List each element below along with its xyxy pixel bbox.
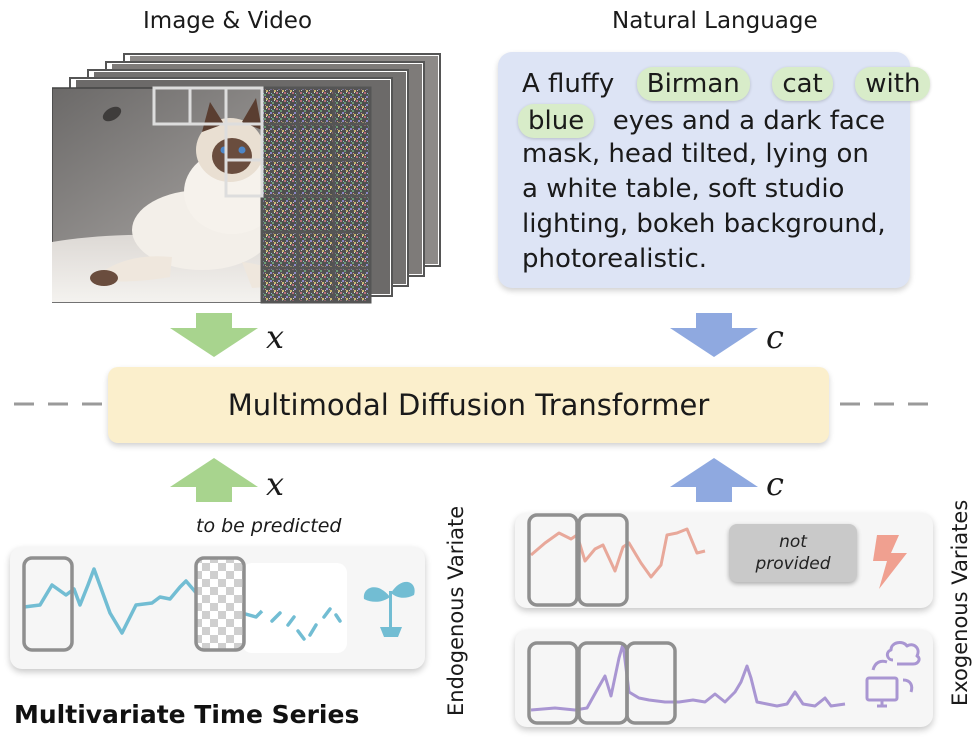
c-symbol-top: c (766, 318, 784, 356)
image-video-heading: Image & Video (143, 8, 313, 34)
future-region (242, 563, 347, 653)
patch-grid (152, 86, 372, 304)
exo-window-1a (527, 513, 579, 607)
prompt-line-6: photorealistic. (522, 244, 708, 274)
natural-language-heading: Natural Language (612, 8, 818, 34)
not-provided-line-1: not (779, 532, 807, 552)
image-frame-stack (52, 53, 441, 304)
prompt-text: eyes and a dark face (612, 106, 886, 136)
prompt-line-1: A fluffy Birman cat with (522, 67, 931, 101)
masked-window (194, 556, 246, 652)
exogenous-line-2 (530, 642, 846, 712)
not-provided-line-2: provided (755, 554, 831, 574)
exogenous-variates-label: Exogenous Variates (948, 499, 972, 706)
prompt-line-4: a white table, soft studio (522, 174, 845, 204)
seedling-icon (363, 581, 415, 637)
endogenous-variate-label: Endogenous Variate (444, 505, 468, 716)
exogenous-series-plot-1 (527, 513, 907, 607)
exo-window-2a (527, 641, 579, 725)
lightning-icon (873, 535, 907, 589)
cloud-computer-icon (865, 641, 921, 708)
exogenous-series-card-1 (515, 513, 933, 608)
transformer-block: Multimodal Diffusion Transformer (108, 367, 829, 443)
text-prompt-box: A fluffy Birman cat with blue eyes and a… (498, 52, 931, 288)
arrows-layer (14, 313, 928, 502)
highlighted-word: with (855, 67, 931, 101)
prompt-line-2: blue eyes and a dark face (518, 104, 886, 138)
exogenous-series-plot-2 (527, 641, 921, 725)
transformer-label: Multimodal Diffusion Transformer (227, 388, 710, 422)
prompt-line-3: mask, head tilted, lying on (522, 139, 869, 169)
up-arrow-green (170, 458, 258, 502)
x-symbol-bottom: x (266, 465, 285, 503)
highlighted-word: blue (518, 104, 595, 138)
x-symbol-top: x (266, 318, 285, 356)
endogenous-series-card (10, 547, 425, 669)
exo-window-2c (625, 641, 677, 725)
to-be-predicted-label: to be predicted (196, 515, 342, 537)
prompt-word: A fluffy (522, 69, 615, 99)
prompt-line-5: lighting, bokeh background, (522, 209, 886, 239)
up-arrow-blue (670, 458, 758, 502)
context-window (22, 556, 74, 652)
down-arrow-blue (670, 313, 758, 357)
down-arrow-green (170, 313, 258, 357)
c-symbol-bottom: c (766, 465, 784, 503)
multivariate-time-series-title: Multivariate Time Series (14, 700, 360, 729)
endogenous-future-dashes (270, 607, 342, 641)
exogenous-line-1 (530, 527, 706, 579)
highlighted-word: cat (772, 67, 833, 101)
not-provided-badge: not provided (729, 524, 857, 582)
endogenous-series-plot (22, 556, 415, 653)
exogenous-series-card-2 (515, 630, 933, 727)
exo-window-1b (577, 513, 629, 607)
highlighted-word: Birman (636, 67, 750, 101)
